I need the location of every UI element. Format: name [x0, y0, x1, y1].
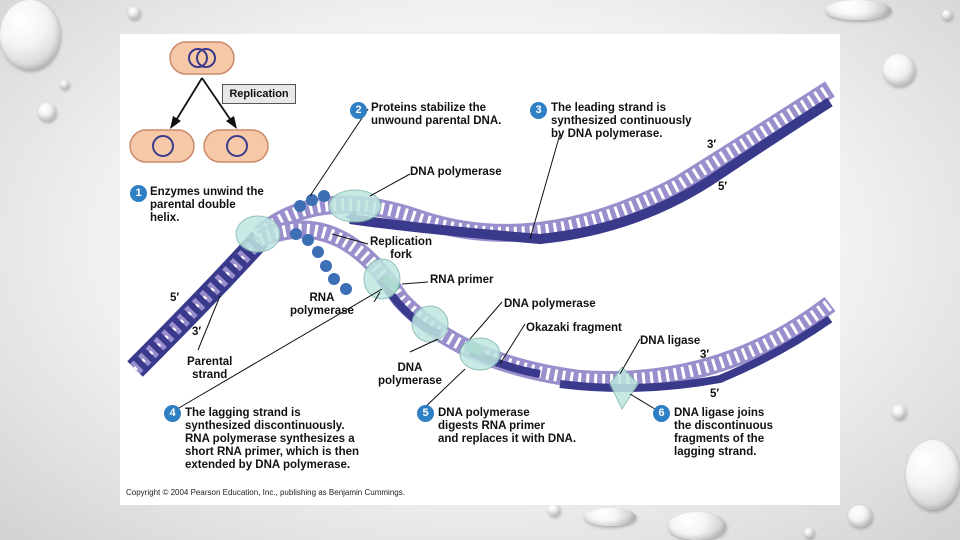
- step-badge-5: 5: [417, 405, 434, 422]
- water-droplet: [848, 505, 872, 527]
- dna-replication-figure: Replication 1 Enzymes unwind the parenta…: [120, 34, 840, 505]
- prime-3-bottom: 3′: [700, 349, 710, 361]
- cell-division-diagram: [129, 41, 269, 163]
- enzymes: [235, 189, 639, 411]
- water-droplet: [584, 508, 636, 526]
- water-droplet: [38, 103, 56, 121]
- step-badge-6: 6: [653, 405, 670, 422]
- water-droplet: [883, 54, 915, 86]
- prime-5-bottom: 5′: [710, 388, 720, 400]
- rna-primer-label: RNA primer: [430, 274, 494, 286]
- okazaki-fragment-label: Okazaki fragment: [526, 322, 622, 334]
- step2-text: Proteins stabilize the unwound parental …: [371, 102, 502, 127]
- leader-lines: [171, 108, 661, 413]
- step-badge-1: 1: [130, 185, 147, 202]
- water-droplet: [825, 0, 891, 20]
- copyright-notice: Copyright © 2004 Pearson Education, Inc.…: [126, 488, 405, 497]
- stabilizing-proteins: [290, 190, 352, 295]
- step-badge-4: 4: [164, 405, 181, 422]
- prime-3-top: 3′: [707, 139, 717, 151]
- step1-text: Enzymes unwind the parental double helix…: [150, 186, 264, 224]
- prime-5-left: 5′: [170, 292, 180, 304]
- dna-polymerase-mid-label: DNA polymerase: [504, 298, 596, 310]
- replication-diagram: [127, 41, 836, 413]
- replication-fork-label: Replication fork: [370, 236, 432, 261]
- parental-double-helix: [127, 231, 269, 377]
- step4-text: The lagging strand is synthesized discon…: [185, 407, 360, 471]
- water-droplet: [804, 528, 814, 538]
- dna-polymerase-bottom-label: DNA polymerase: [378, 362, 442, 387]
- water-droplet: [668, 512, 726, 540]
- water-droplet: [0, 0, 60, 70]
- water-droplet: [942, 10, 952, 20]
- water-droplet: [128, 7, 140, 19]
- prime-3-left: 3′: [192, 326, 202, 338]
- step-badge-2: 2: [350, 102, 367, 119]
- rna-polymerase-label: RNA polymerase: [290, 292, 354, 317]
- dna-ligase-label: DNA ligase: [640, 335, 701, 347]
- replication-label: Replication: [222, 84, 296, 104]
- water-droplet: [548, 504, 560, 516]
- prime-5-top: 5′: [718, 181, 728, 193]
- dna-polymerase-top-label: DNA polymerase: [410, 166, 502, 178]
- step-badge-3: 3: [530, 102, 547, 119]
- water-droplet: [60, 80, 69, 89]
- step5-text: DNA polymerase digests RNA primer and re…: [438, 407, 577, 445]
- water-droplet: [892, 405, 906, 419]
- parental-strand-label: Parental strand: [187, 356, 233, 381]
- step6-text: DNA ligase joins the discontinuous fragm…: [674, 407, 774, 458]
- step3-text: The leading strand is synthesized contin…: [551, 102, 692, 140]
- water-droplet: [906, 440, 960, 510]
